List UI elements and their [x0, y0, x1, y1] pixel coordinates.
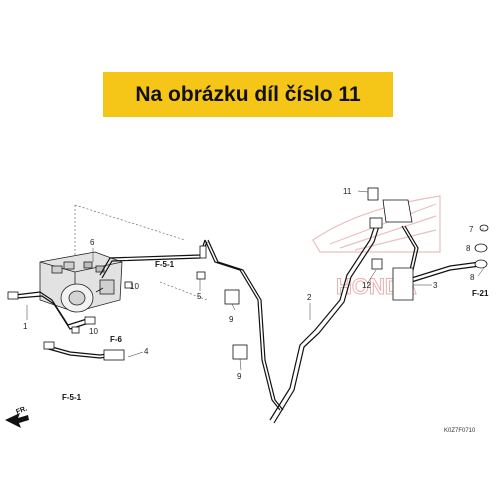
abs-modulator: [39, 251, 123, 313]
fittings: [7, 187, 489, 361]
part-9-top: 9: [229, 315, 234, 324]
ref-f-21: F-21: [472, 289, 489, 298]
front-direction-label: FR.: [15, 405, 28, 415]
part-number-banner: Na obrázku díl číslo 11: [103, 72, 393, 117]
part-9-bottom: 9: [237, 372, 242, 381]
part-11: 11: [343, 187, 352, 196]
ref-f-5-1-top: F-5-1: [155, 260, 175, 269]
part-8-top: 8: [466, 244, 471, 253]
banner-text: Na obrázku díl číslo 11: [135, 82, 361, 106]
part-1: 1: [23, 322, 28, 331]
part-6: 6: [90, 238, 95, 247]
part-3: 3: [433, 281, 438, 290]
front-arrow-icon: [5, 413, 29, 428]
part-5: 5: [197, 292, 202, 301]
part-7: 7: [469, 225, 474, 234]
leader-lines: [26, 190, 485, 371]
part-8-bottom: 8: [470, 273, 475, 282]
part-10-left: 10: [89, 327, 98, 336]
ref-f-5-1-bottom: F-5-1: [62, 393, 82, 402]
drawing-code: K0Z7F0710: [444, 428, 476, 434]
ref-f-6: F-6: [110, 335, 123, 344]
part-10-right: 10: [130, 282, 139, 291]
part-12: 12: [362, 281, 371, 290]
part-4: 4: [144, 347, 149, 356]
part-2: 2: [307, 293, 312, 302]
